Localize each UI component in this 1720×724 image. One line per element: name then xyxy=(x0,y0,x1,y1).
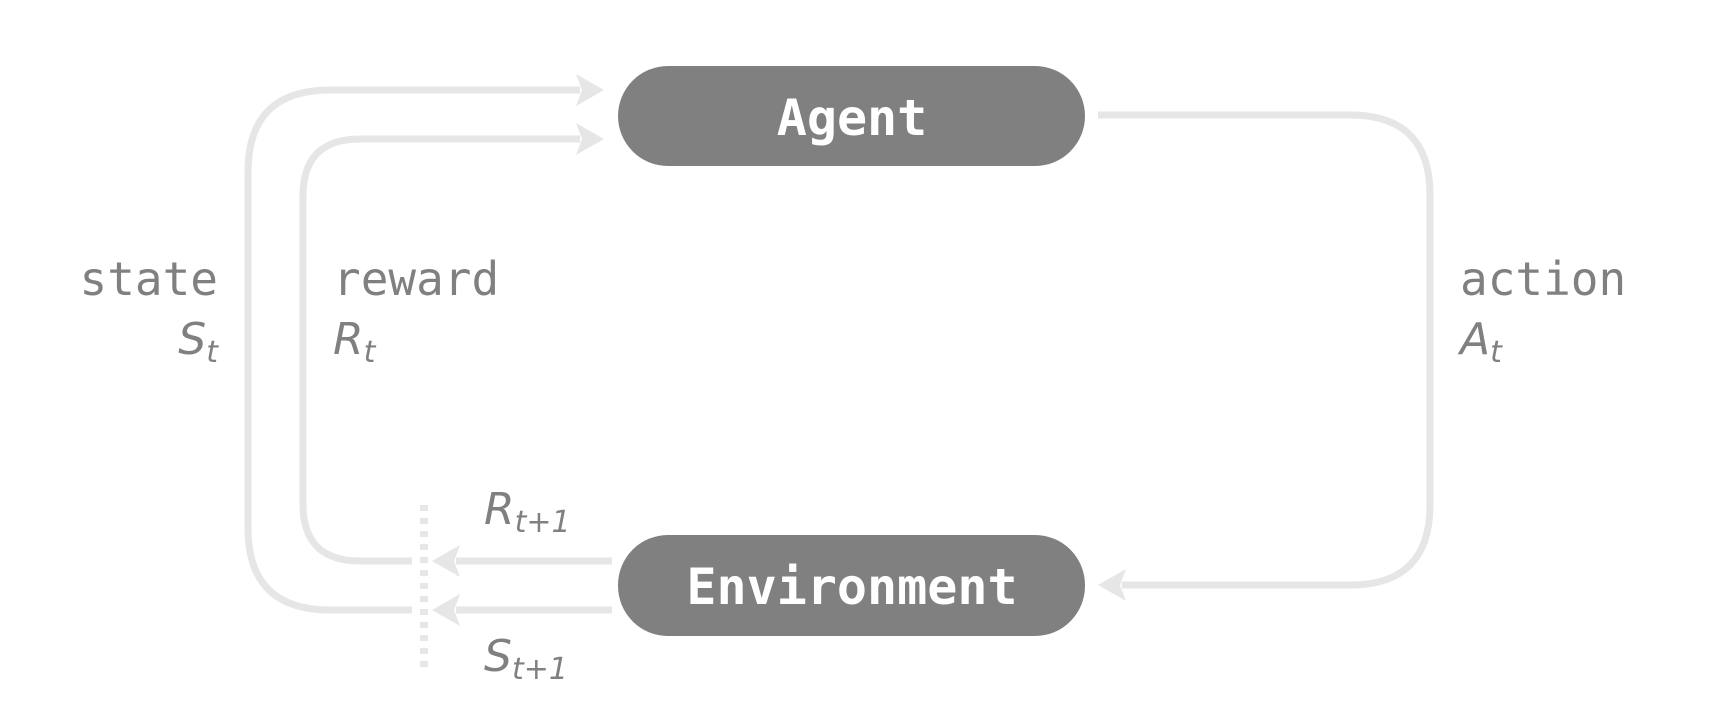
environment-node: Environment xyxy=(618,535,1085,636)
next-state-arrowhead xyxy=(432,594,460,626)
next-state-symbol: St+1 xyxy=(484,631,568,687)
agent-label: Agent xyxy=(777,89,928,147)
state-loop-arrow xyxy=(244,86,580,614)
action-arrowhead xyxy=(1098,569,1126,601)
next-reward-symbol: Rt+1 xyxy=(484,484,571,540)
action-path-arrow xyxy=(1098,111,1434,589)
reward-label: reward xyxy=(333,252,499,306)
reward-arrowhead xyxy=(576,123,604,155)
reward-loop-arrow xyxy=(299,135,580,565)
reward-symbol: Rt xyxy=(333,314,377,370)
agent-box xyxy=(618,66,1085,166)
environment-box xyxy=(618,535,1085,636)
state-label: state xyxy=(80,252,218,306)
next-reward-arrowhead xyxy=(432,545,460,577)
environment-label: Environment xyxy=(686,558,1017,616)
state-symbol: St xyxy=(178,314,219,370)
agent-node: Agent xyxy=(618,66,1085,166)
action-symbol: At xyxy=(1457,314,1503,370)
state-arrowhead xyxy=(576,74,604,106)
action-label: action xyxy=(1460,252,1626,306)
